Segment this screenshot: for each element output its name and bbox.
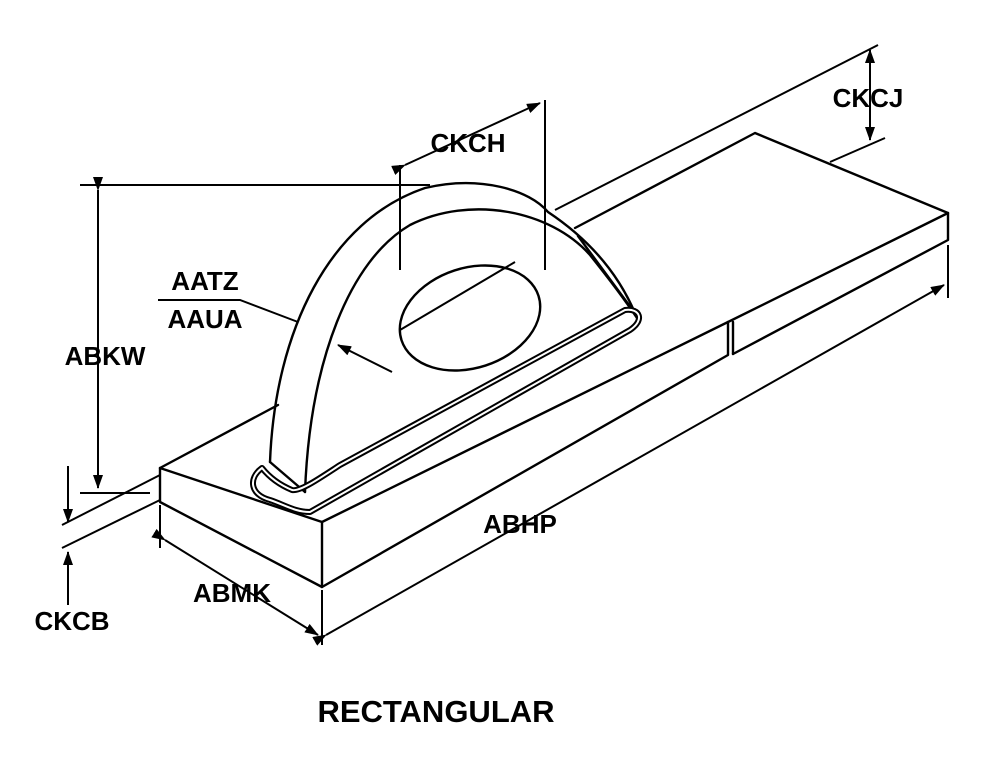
label-aaua: AAUA bbox=[167, 304, 242, 334]
arch-handle bbox=[268, 181, 639, 494]
label-ckcb: CKCB bbox=[34, 606, 109, 636]
right-plate bbox=[573, 131, 950, 356]
label-abkw: ABKW bbox=[65, 341, 146, 371]
caption: RECTANGULAR bbox=[317, 694, 554, 729]
label-abmk: ABMK bbox=[193, 578, 271, 608]
label-aatz: AATZ bbox=[171, 266, 239, 296]
label-abhp: ABHP bbox=[483, 509, 557, 539]
dimension-lines bbox=[61, 44, 949, 646]
label-ckch: CKCH bbox=[430, 128, 505, 158]
weld-bead bbox=[250, 306, 642, 515]
label-ckcj: CKCJ bbox=[833, 83, 904, 113]
